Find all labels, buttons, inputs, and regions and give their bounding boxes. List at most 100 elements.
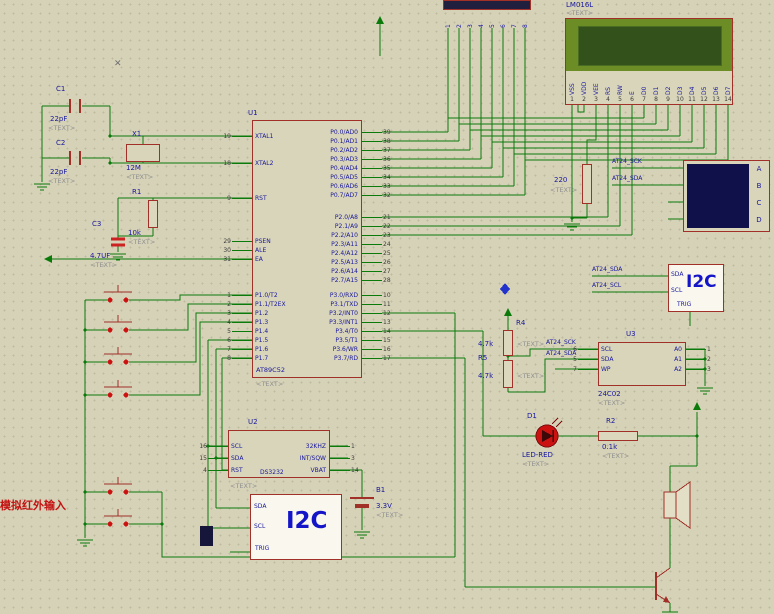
- u3-text: <TEXT>: [598, 399, 626, 407]
- pin-number: 1: [227, 292, 231, 299]
- eeprom-u3-body[interactable]: [598, 342, 686, 386]
- capacitor-c1[interactable]: [69, 99, 81, 113]
- pin-stub: [362, 322, 382, 323]
- pin-stub: [232, 295, 252, 296]
- pin-name: EA: [255, 256, 263, 263]
- capacitor-c2[interactable]: [69, 151, 81, 165]
- push-button-1[interactable]: [100, 285, 135, 303]
- resistor-r5-body[interactable]: [503, 360, 513, 388]
- pin-number: 34: [383, 174, 391, 181]
- pin-stub: [362, 271, 382, 272]
- lcd-pin-name: D7: [724, 86, 732, 95]
- pin-name: P1.3: [255, 319, 269, 326]
- rtc-u2-body[interactable]: [228, 430, 330, 478]
- pin-stub: [362, 132, 382, 133]
- lcd-pin-number: 14: [724, 96, 732, 103]
- pin-number: 33: [383, 183, 391, 190]
- push-button-ir-1[interactable]: [100, 477, 135, 495]
- pin-number: 15: [199, 454, 207, 462]
- pin-stub: [232, 331, 252, 332]
- pin-name: A0: [674, 345, 682, 353]
- lcd-pin-name: D1: [652, 86, 660, 95]
- pin-stub: [686, 368, 706, 370]
- pin-number: 36: [383, 156, 391, 163]
- lcd-pin: RW 5: [614, 73, 626, 103]
- r4-ref: R4: [516, 319, 526, 327]
- u2-part: DS3232: [260, 469, 284, 476]
- pin-stub: [362, 295, 382, 296]
- pin-name: WP: [601, 365, 611, 373]
- r1-text: <TEXT>: [128, 238, 156, 246]
- led-d1[interactable]: [535, 417, 563, 448]
- resistor-r3-body[interactable]: [582, 164, 592, 204]
- pin-stub: [686, 358, 706, 360]
- r5-ref: R5: [478, 354, 488, 362]
- push-button-3[interactable]: [100, 347, 135, 365]
- u3-part: 24C02: [598, 390, 621, 398]
- i2c-debugger-bottom-body[interactable]: [250, 494, 342, 560]
- push-button-4[interactable]: [100, 380, 135, 398]
- pin-name: SCL: [231, 442, 243, 450]
- capacitor-c3[interactable]: [111, 237, 125, 247]
- speaker-icon[interactable]: [663, 481, 691, 529]
- pin-name: ALE: [255, 247, 267, 254]
- lcd-pin: VSS 1: [566, 73, 578, 103]
- pin-stub: [362, 168, 382, 169]
- resistor-r4-body[interactable]: [503, 330, 513, 356]
- pin-name: P0.4/AD4: [330, 165, 358, 172]
- pin-name: P0.5/AD5: [330, 174, 358, 181]
- r4-text: <TEXT>: [517, 340, 545, 348]
- lcd-pin-row: VSS 1 VDD 2 VEE 3 RS 4 RW 5: [566, 73, 734, 103]
- pin-number: 4: [203, 466, 207, 474]
- pin-name: P3.6/WR: [332, 346, 358, 353]
- crystal-x1-body[interactable]: [126, 144, 160, 162]
- pin-number: 19: [223, 133, 231, 140]
- top-connector-body[interactable]: [443, 0, 531, 10]
- u1-part: AT89C52: [256, 366, 285, 374]
- push-button-2[interactable]: [100, 315, 135, 333]
- resistor-r1-body[interactable]: [148, 200, 158, 228]
- connector-pin: 8: [522, 24, 529, 28]
- push-button-ir-2[interactable]: [100, 509, 135, 527]
- pin-number: 31: [223, 256, 231, 263]
- i2c-debugger-right-body[interactable]: [668, 264, 724, 312]
- pin-number: 16: [383, 346, 391, 353]
- pin-number: 3: [351, 454, 355, 462]
- pin-number: 8: [227, 355, 231, 362]
- oscilloscope-channel-label: A: [756, 165, 762, 173]
- lcd-pin-number: 5: [618, 96, 622, 103]
- pin-number: 1: [351, 442, 355, 450]
- pin-stub: [362, 340, 382, 341]
- mcu-u1-body[interactable]: [252, 120, 362, 378]
- pin-name: P1.0/T2: [255, 292, 278, 299]
- transistor-npn[interactable]: [655, 567, 671, 604]
- i2c-right-sda-pin: SDA: [671, 271, 684, 278]
- pin-number: 6: [227, 337, 231, 344]
- battery-b1[interactable]: [350, 497, 374, 508]
- resistor-r2-body[interactable]: [598, 431, 638, 441]
- pin-name: XTAL2: [255, 160, 274, 167]
- small-component[interactable]: [200, 526, 213, 546]
- pin-stub: [362, 280, 382, 281]
- pin-stub: [362, 186, 382, 187]
- u2-text: <TEXT>: [230, 482, 258, 490]
- pin-name: P1.6: [255, 346, 269, 353]
- pin-number: 5: [227, 328, 231, 335]
- pin-stub: [362, 358, 382, 359]
- pin-stub: [232, 198, 252, 199]
- pin-name: P0.6/AD6: [330, 183, 358, 190]
